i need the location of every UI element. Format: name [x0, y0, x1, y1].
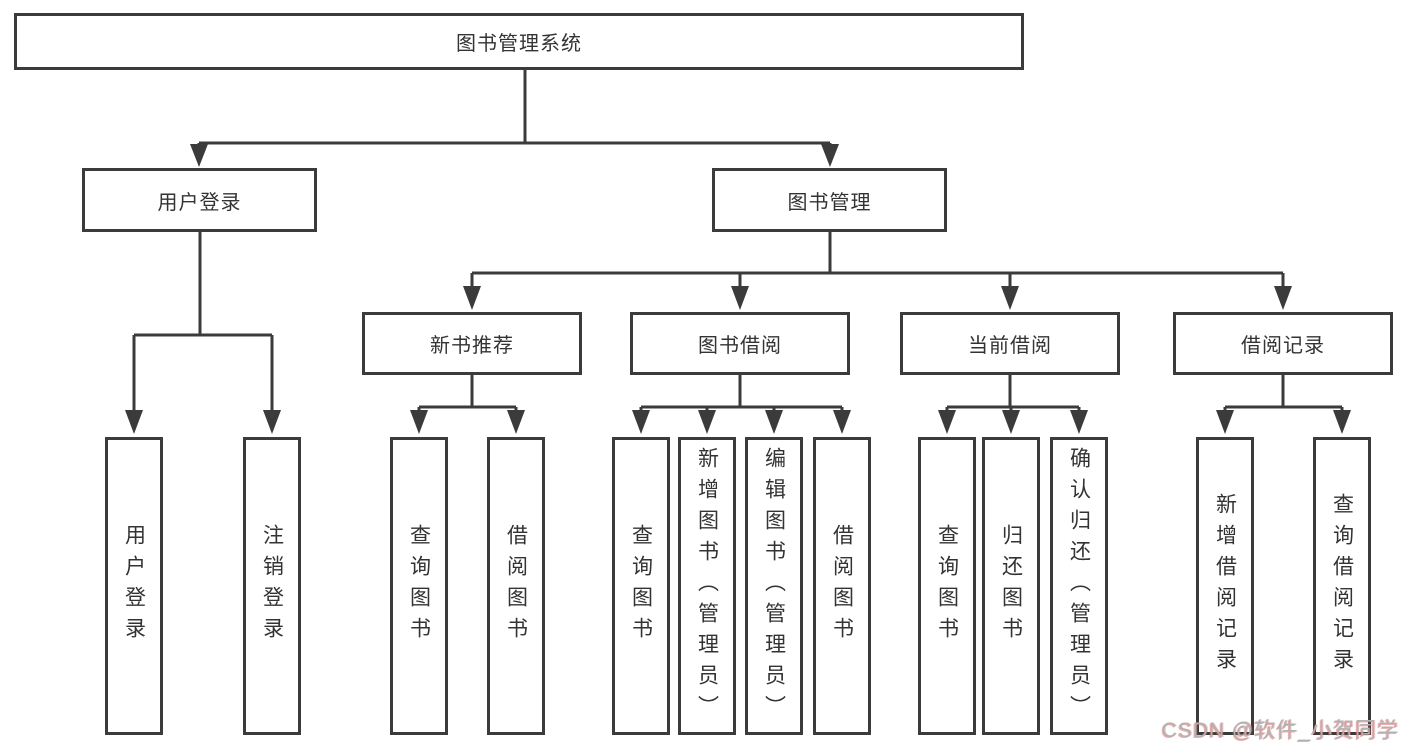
arrowhead [698, 410, 716, 434]
arrowhead [821, 144, 839, 167]
arrowhead [1002, 410, 1020, 434]
arrowhead [410, 410, 428, 434]
node-root: 图书管理系统 [14, 13, 1024, 70]
node-leaf-user-login: 用户登录 [105, 437, 163, 735]
arrowhead [1333, 410, 1351, 434]
arrowhead [731, 286, 749, 310]
node-book-borrowing: 图书借阅 [630, 312, 850, 375]
node-leaf-query-borrow-record: 查询借阅记录 [1313, 437, 1371, 735]
node-leaf-return-books: 归还图书 [982, 437, 1040, 735]
arrowhead [507, 410, 525, 434]
watermark: CSDN @软件_小贺同学 [1161, 719, 1399, 742]
node-new-book-recommend: 新书推荐 [362, 312, 582, 375]
arrowhead [632, 410, 650, 434]
node-current-borrowing: 当前借阅 [900, 312, 1120, 375]
arrowhead [125, 410, 143, 434]
arrowhead [1216, 410, 1234, 434]
arrowhead [833, 410, 851, 434]
node-leaf-query-books-2: 查询图书 [612, 437, 670, 735]
node-book-management: 图书管理 [712, 168, 947, 232]
arrowhead [190, 144, 208, 167]
node-leaf-logout: 注销登录 [243, 437, 301, 735]
node-leaf-query-books-1: 查询图书 [390, 437, 448, 735]
arrowhead [463, 286, 481, 310]
arrowhead [263, 410, 281, 434]
node-leaf-query-books-3: 查询图书 [918, 437, 976, 735]
arrowhead [1274, 286, 1292, 310]
node-borrowing-records: 借阅记录 [1173, 312, 1393, 375]
arrowhead [1070, 410, 1088, 434]
arrowheads [125, 144, 1351, 434]
node-leaf-confirm-return-admin: 确认归还（管理员） [1050, 437, 1108, 735]
node-leaf-add-books-admin: 新增图书（管理员） [678, 437, 736, 735]
node-leaf-edit-books-admin: 编辑图书（管理员） [745, 437, 803, 735]
node-leaf-add-borrow-record: 新增借阅记录 [1196, 437, 1254, 735]
arrowhead [1001, 286, 1019, 310]
node-user-login: 用户登录 [82, 168, 317, 232]
node-leaf-borrow-books-1: 借阅图书 [487, 437, 545, 735]
arrowhead [938, 410, 956, 434]
node-leaf-borrow-books-2: 借阅图书 [813, 437, 871, 735]
arrowhead [765, 410, 783, 434]
